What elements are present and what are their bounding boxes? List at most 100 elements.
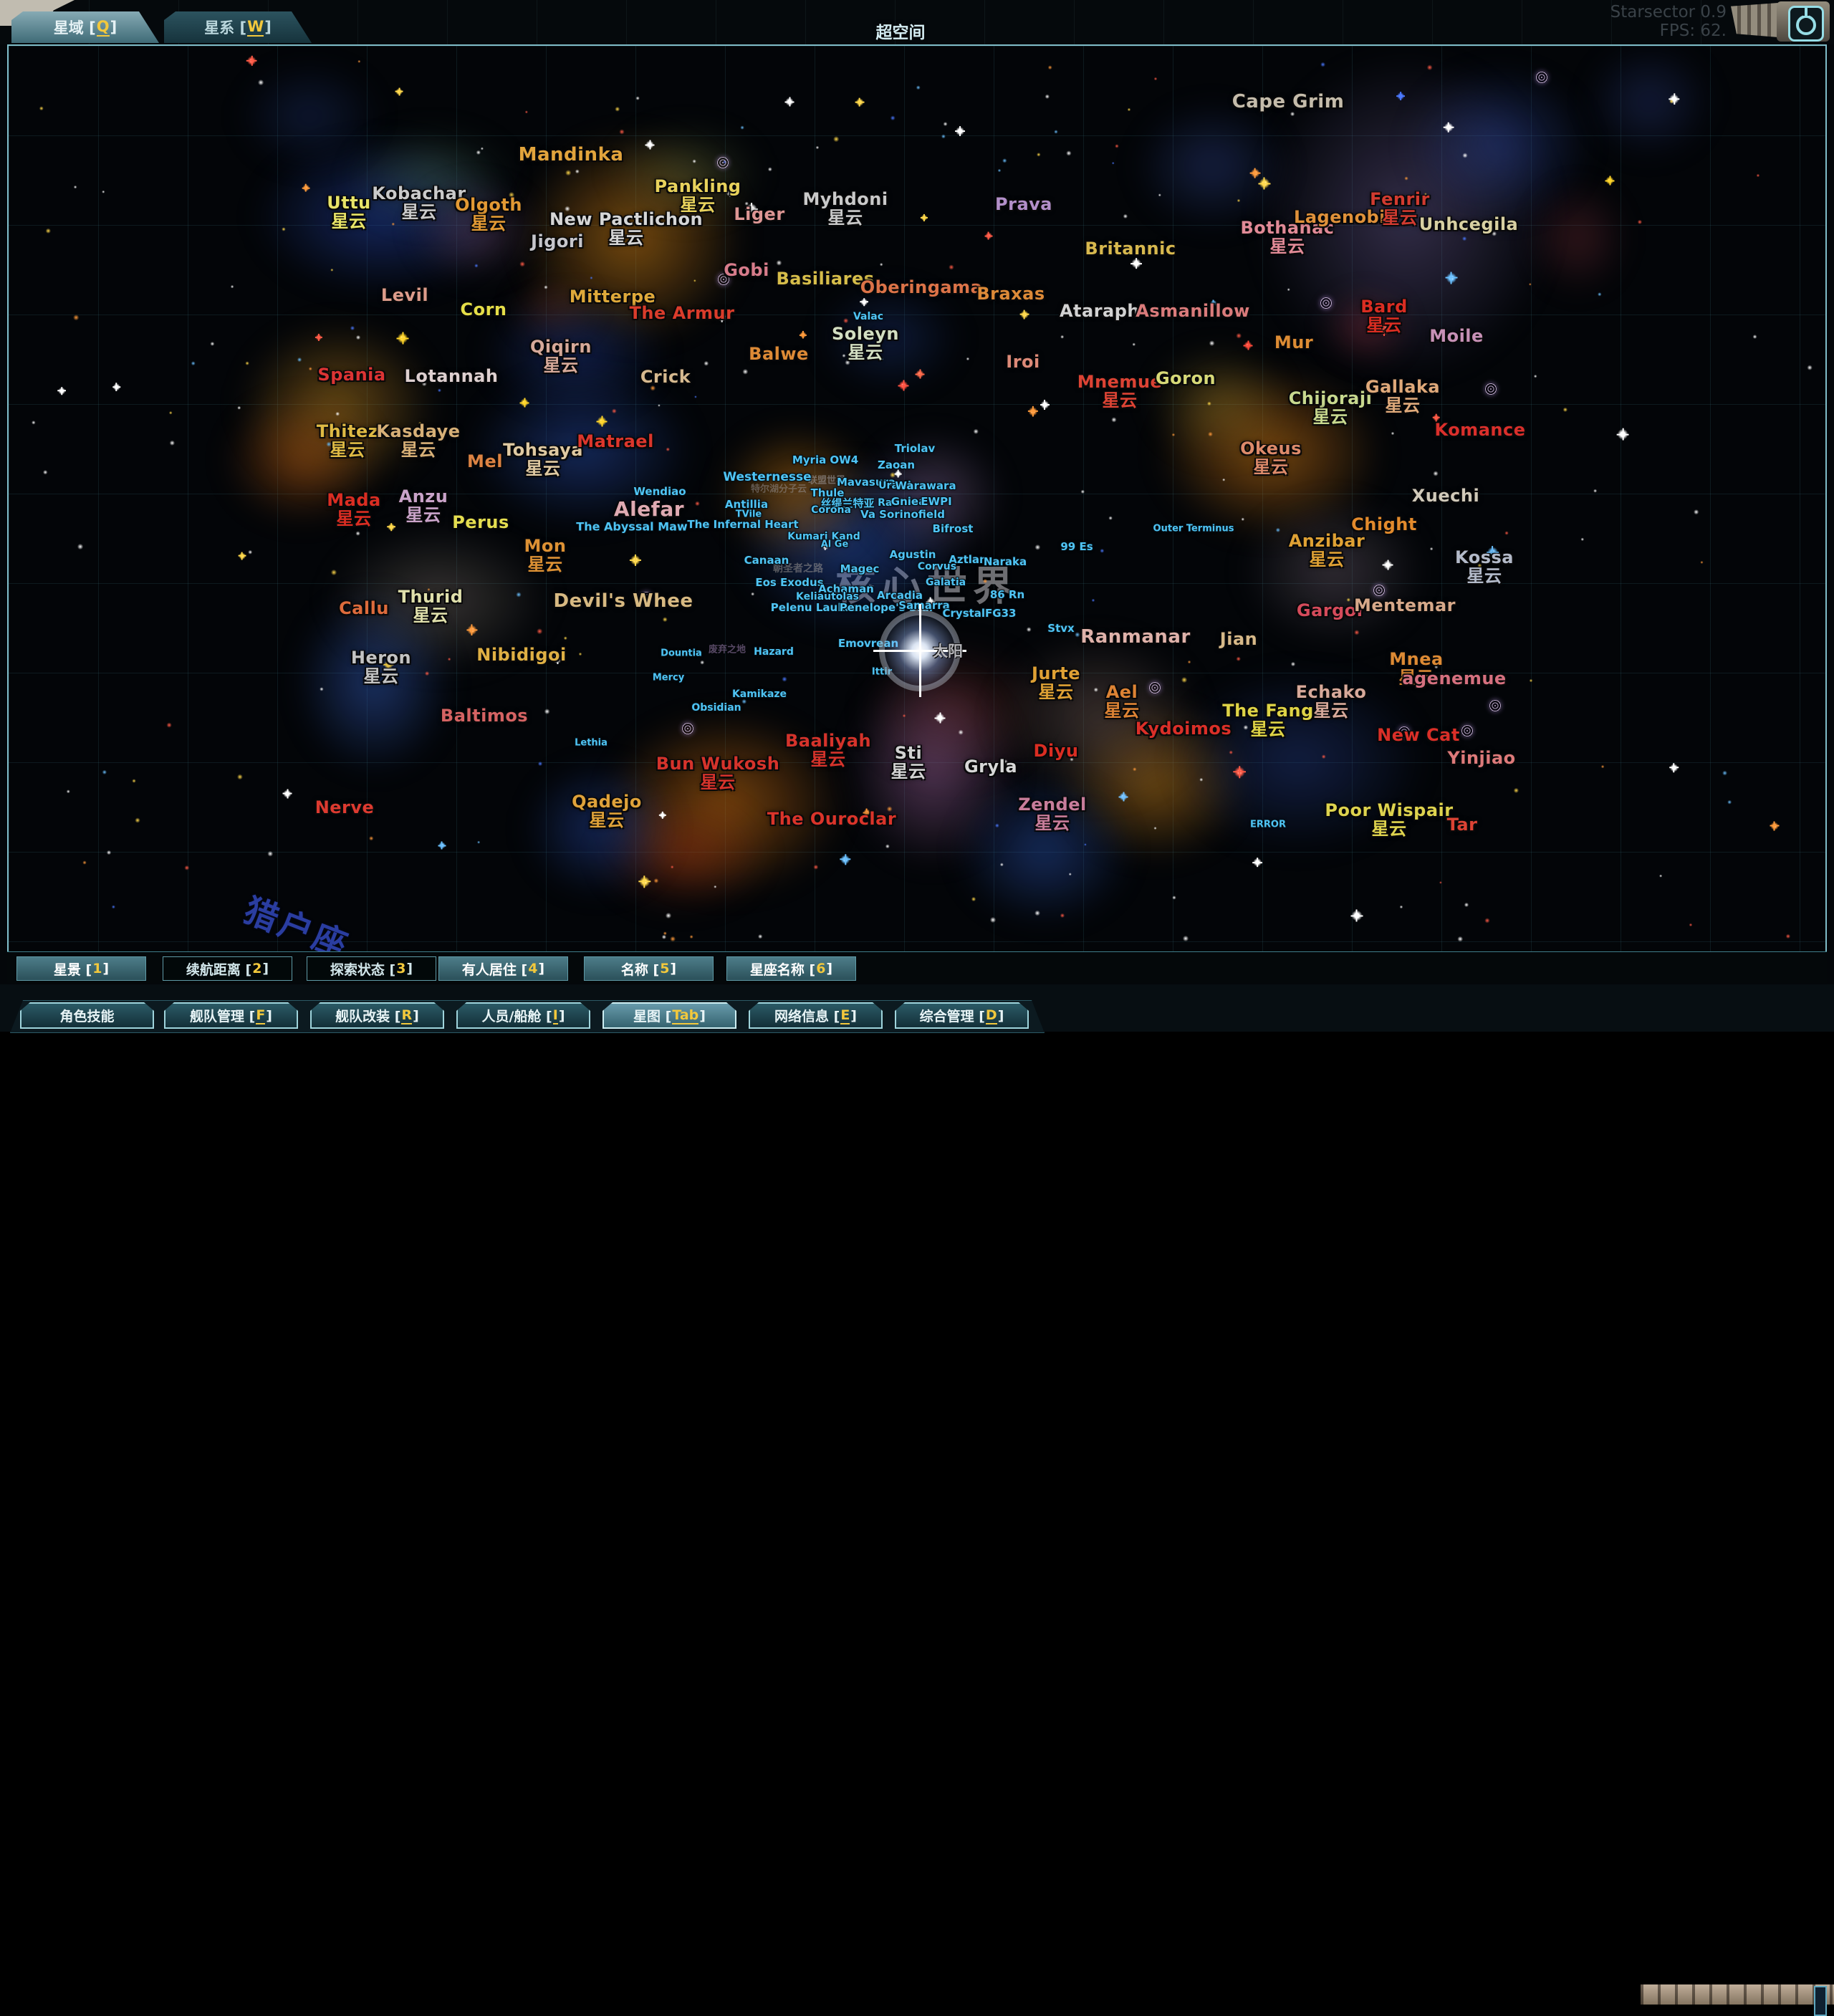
tab-starsystem[interactable]: 星系 [W] [164,11,312,43]
map-region-label[interactable]: Gallaka 星云 [1365,377,1441,416]
map-system-label[interactable]: Dountia [661,648,702,659]
map-region-label[interactable]: Goron [1155,368,1216,389]
map-region-label[interactable]: Uttu 星云 [327,193,371,231]
map-system-label[interactable]: Kumari Kand [787,531,860,542]
map-region-label[interactable]: The Armur [629,303,735,324]
map-region-label[interactable]: Kasdaye 星云 [376,421,461,460]
map-region-label[interactable]: Kossa 星云 [1455,547,1514,586]
map-region-label[interactable]: Poor Wispair 星云 [1325,800,1454,839]
map-region-label[interactable]: Spania [317,365,386,385]
map-region-label[interactable]: Bothanac 星云 [1240,218,1335,256]
tab-starscape[interactable]: 星域 [Q] [11,11,159,43]
map-region-label[interactable]: Jigori [531,231,584,252]
map-region-label[interactable]: Baltimos [440,706,529,726]
map-region-label[interactable]: Komance [1434,420,1526,441]
filter-button-2[interactable]: 续航距离 [2] [163,956,292,981]
map-region-label[interactable]: Prava [995,194,1052,215]
map-system-label[interactable]: Aztlan [949,553,987,566]
map-system-label[interactable]: The Abyssal Maw [576,519,688,534]
map-system-label[interactable]: Achaman [818,582,874,595]
map-region-label[interactable]: Balwe [749,344,809,365]
map-region-label[interactable]: Mon 星云 [524,536,567,575]
map-region-label[interactable]: Mandinka [518,143,624,165]
taskbar-button-3[interactable]: 人员/船舱 [I] [456,1002,590,1029]
map-region-label[interactable]: Thitez 星云 [316,421,379,460]
map-region-label[interactable]: Chijoraji 星云 [1288,388,1373,427]
taskbar-button-2[interactable]: 舰队改装 [R] [310,1002,444,1029]
taskbar-button-4[interactable]: 星图 [Tab] [602,1002,736,1029]
map-system-label[interactable]: Bifrost [932,522,974,535]
filter-button-1[interactable]: 星景 [1] [16,956,146,981]
filter-button-4[interactable]: 有人居住 [4] [438,956,568,981]
map-region-label[interactable]: Jurte 星云 [1031,663,1081,702]
map-system-label[interactable]: Urasil [878,480,911,491]
map-system-label[interactable]: Va Sorinofield [860,508,945,521]
filter-button-6[interactable]: 星座名称 [6] [726,956,856,981]
map-region-label[interactable]: Kobachar 星云 [372,183,466,222]
filter-button-5[interactable]: 名称 [5] [584,956,714,981]
map-region-label[interactable]: Bun Wukosh 星云 [656,754,780,792]
map-region-label[interactable]: Xuechi [1411,486,1480,507]
map-region-label[interactable]: Mel [467,451,503,472]
map-system-label[interactable]: 丝缇兰特亚 [820,496,875,510]
map-system-label[interactable]: Warawara [895,479,956,492]
map-system-label[interactable]: Myria OW4 [792,453,859,466]
map-system-label[interactable]: Lethia [575,737,608,749]
map-canvas[interactable]: 核心世界 猎户座 - 英仙座深渊 联盟世界特尔湖分子云朝圣者之路废弃之地Vala… [7,44,1827,983]
map-system-label[interactable]: Mercy [652,672,685,683]
map-region-label[interactable]: Mitterpe [569,287,656,307]
map-system-label[interactable]: 99 Es [1060,540,1093,553]
map-region-label[interactable]: Lagenobi [1294,207,1386,228]
map-system-label[interactable]: EWPI [921,495,952,508]
map-system-label[interactable]: Canaan [744,554,789,567]
map-region-label[interactable]: Mnea 星云 [1389,649,1444,688]
map-region-label[interactable]: Anzibar 星云 [1288,531,1365,570]
map-region-label[interactable]: Myhdoni 星云 [802,189,888,228]
map-system-label[interactable]: Agustin [889,548,936,561]
map-system-label[interactable]: Gniea [890,495,926,508]
map-system-label[interactable]: Kamikaze [731,688,787,700]
map-system-label[interactable]: Wendiao [633,485,686,498]
map-system-label[interactable]: Corona [811,504,851,516]
map-region-label[interactable]: Perus [452,512,509,533]
map-system-label[interactable]: Keliautolas [796,591,859,603]
map-region-label[interactable]: Cape Grim [1232,90,1345,112]
map-system-label[interactable]: 86 Rn [989,588,1025,601]
map-region-label[interactable]: New Cat [1377,725,1460,746]
map-region-label[interactable]: The Fang 星云 [1222,701,1314,739]
map-region-label[interactable]: Mur [1274,332,1314,353]
map-region-label[interactable]: Braxas [976,284,1045,304]
map-system-label[interactable]: Corvus [917,561,957,572]
map-region-label[interactable]: Liger [734,204,785,225]
map-region-label[interactable]: Nibidigoi [476,645,567,666]
map-region-label[interactable]: Gobi [724,260,769,281]
map-region-label[interactable]: Soleyn 星云 [831,324,900,363]
map-system-label[interactable]: Mavasura [836,476,896,489]
map-region-label[interactable]: Ataraph [1059,301,1141,322]
map-region-label[interactable]: Tohsaya 星云 [503,440,583,479]
map-region-label[interactable]: Gargor [1296,600,1366,621]
map-system-label[interactable]: Obsidian [691,702,741,714]
taskbar-button-0[interactable]: 角色技能 [20,1002,154,1029]
map-region-label[interactable]: Mnemue 星云 [1077,372,1163,411]
map-system-label[interactable]: The Infernal Heart [687,518,799,531]
map-region-label[interactable]: Devil's Whee [553,590,693,612]
map-region-label[interactable]: Callu [339,598,389,619]
taskbar-button-5[interactable]: 网络信息 [E] [749,1002,883,1029]
map-system-label[interactable]: Eos Exodus [755,576,824,589]
map-system-label[interactable]: Antillia [724,498,769,511]
map-region-label[interactable]: Baaliyah 星云 [784,731,872,769]
map-region-label[interactable]: Pankling 星云 [654,176,741,215]
map-region-label[interactable]: Mada 星云 [327,490,381,529]
map-system-label[interactable]: Al Ge [820,539,849,550]
map-region-label[interactable]: Corn [460,299,507,320]
map-region-label[interactable]: Yinjiao [1447,748,1516,769]
map-region-label[interactable]: Olgoth 星云 [455,195,522,234]
map-region-label[interactable]: Echako 星云 [1295,682,1367,721]
map-region-label[interactable]: Basiliares [776,269,875,289]
map-region-label[interactable]: Heron 星云 [350,648,412,686]
map-region-label[interactable]: Mentemar [1353,595,1456,616]
map-region-label[interactable]: New Pactlichon 星云 [549,209,704,248]
map-region-label[interactable]: Lotannah [404,366,499,387]
map-system-label[interactable]: TVile [735,509,762,520]
